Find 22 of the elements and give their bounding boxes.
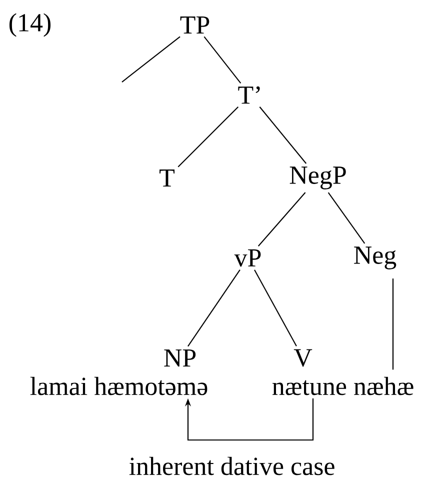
branch-line: [392, 278, 394, 370]
category-label: NP: [164, 349, 196, 367]
branch-line: [122, 36, 180, 82]
category-label: vP: [234, 249, 261, 267]
branch-line: [328, 192, 366, 244]
branch-line: [204, 36, 242, 84]
category-label: Neg: [354, 246, 396, 270]
branch-line: [254, 270, 297, 346]
example-number: (14): [9, 13, 50, 37]
category-label: T’: [238, 86, 260, 104]
word-label: lamai hæmotəmə: [30, 376, 208, 396]
edge-label: inherent dative case: [129, 456, 334, 476]
branch-line: [258, 192, 306, 247]
category-label: TP: [180, 16, 210, 34]
arrow: [184, 398, 314, 441]
branch-line: [259, 106, 307, 164]
category-label: NegP: [290, 166, 346, 190]
category-label: V: [294, 349, 312, 367]
branch-line: [188, 270, 240, 347]
category-label: T: [160, 169, 174, 187]
branch-line: [178, 106, 239, 168]
word-label: nætune næhæ: [272, 376, 414, 396]
